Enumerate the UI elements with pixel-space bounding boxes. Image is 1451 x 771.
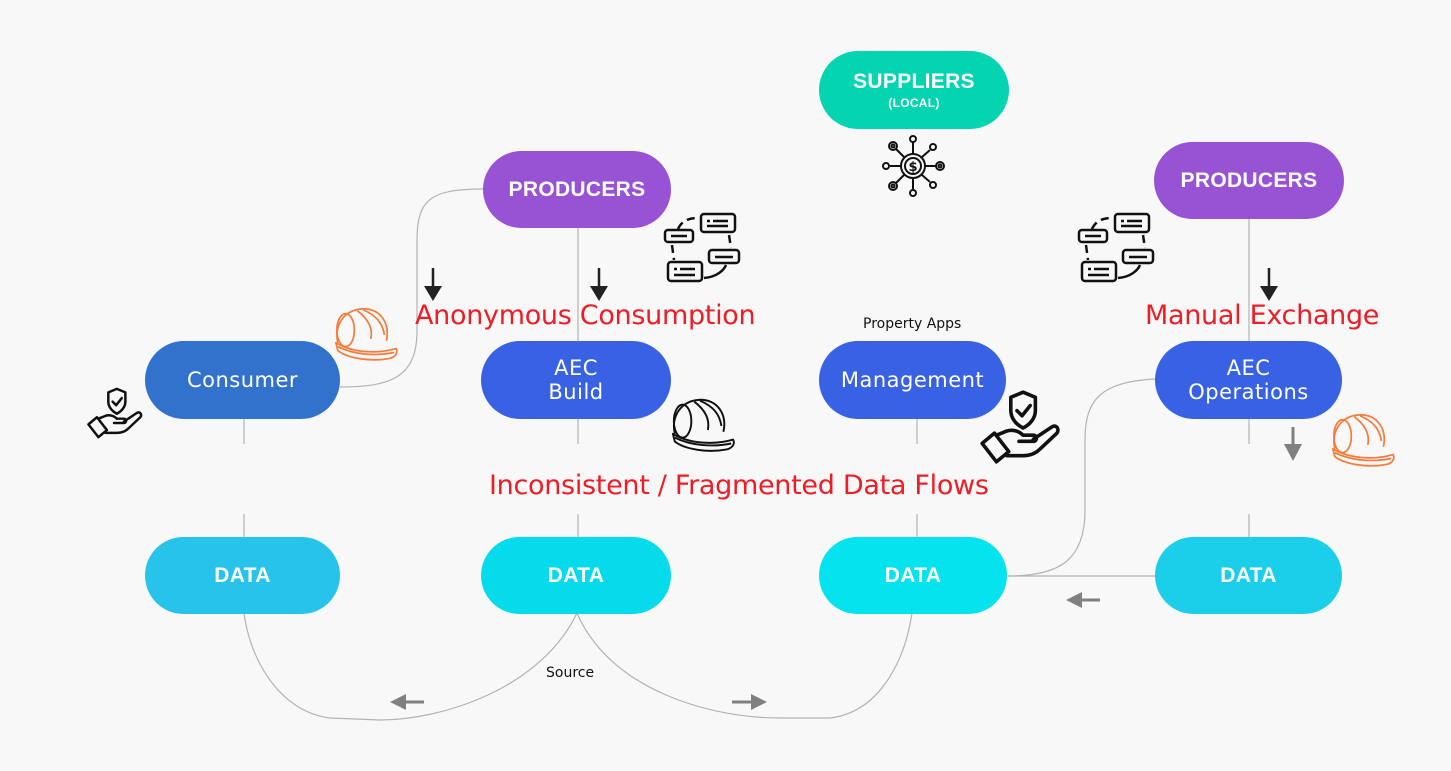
arrow-right-icon (732, 694, 767, 710)
arrow-down-icon (424, 268, 442, 301)
hardhat-icon (335, 307, 398, 361)
arrow-left-icon (390, 694, 424, 710)
arrow-left-icon (1066, 592, 1100, 608)
hardhat-icon (1332, 413, 1395, 467)
consumer-label: Consumer (186, 368, 299, 392)
arrow-down-icon (1260, 268, 1278, 301)
data-node-consumer[interactable]: DATA (145, 537, 340, 614)
producers-right-label: PRODUCERS (1180, 168, 1318, 192)
hardhat-icon (671, 398, 735, 452)
data-node-operations[interactable]: DATA (1155, 537, 1342, 614)
connector-source-left (243, 612, 578, 721)
suppliers-sublabel: (LOCAL) (888, 96, 940, 111)
data-label: DATA (884, 563, 942, 587)
manual-exchange-label: Manual Exchange (1145, 300, 1380, 331)
workflow-cycle-icon (663, 212, 741, 283)
anonymous-consumption-label: Anonymous Consumption (415, 300, 756, 331)
workflow-cycle-icon (1077, 212, 1155, 283)
arrow-down-icon (590, 268, 608, 301)
connector-source-right (576, 612, 913, 719)
aec-build-node[interactable]: AEC Build (481, 341, 671, 419)
network-dollar-icon: $ (882, 135, 945, 197)
producers-left-label: PRODUCERS (508, 177, 646, 201)
connector-aec-ops-to-data-mgmt (1007, 378, 1156, 577)
suppliers-node[interactable]: SUPPLIERS (LOCAL) (819, 51, 1009, 129)
svg-text:$: $ (908, 160, 917, 175)
data-label: DATA (214, 563, 271, 587)
hand-shield-icon (980, 390, 1060, 464)
aec-operations-line2: Operations (1188, 380, 1309, 404)
source-label: Source (546, 665, 595, 681)
data-label: DATA (1220, 563, 1277, 587)
connector-producers-to-consumer (339, 188, 484, 388)
data-node-source[interactable]: DATA (481, 537, 671, 614)
producers-left-node[interactable]: PRODUCERS (483, 151, 671, 228)
arrow-down-icon (1284, 427, 1302, 461)
suppliers-label: SUPPLIERS (853, 69, 975, 93)
consumer-node[interactable]: Consumer (145, 341, 340, 419)
management-node[interactable]: Management (819, 341, 1006, 419)
property-apps-label: Property Apps (863, 316, 962, 332)
producers-right-node[interactable]: PRODUCERS (1154, 142, 1344, 219)
hand-shield-icon (87, 387, 143, 439)
data-node-management[interactable]: DATA (819, 537, 1007, 614)
data-label: DATA (547, 563, 605, 587)
aec-operations-line1: AEC (1226, 355, 1271, 380)
aec-build-line2: Build (548, 380, 604, 404)
aec-operations-node[interactable]: AEC Operations (1155, 341, 1342, 419)
management-label: Management (840, 368, 985, 392)
inconsistent-flows-label: Inconsistent / Fragmented Data Flows (489, 470, 989, 501)
aec-build-line1: AEC (554, 355, 598, 380)
